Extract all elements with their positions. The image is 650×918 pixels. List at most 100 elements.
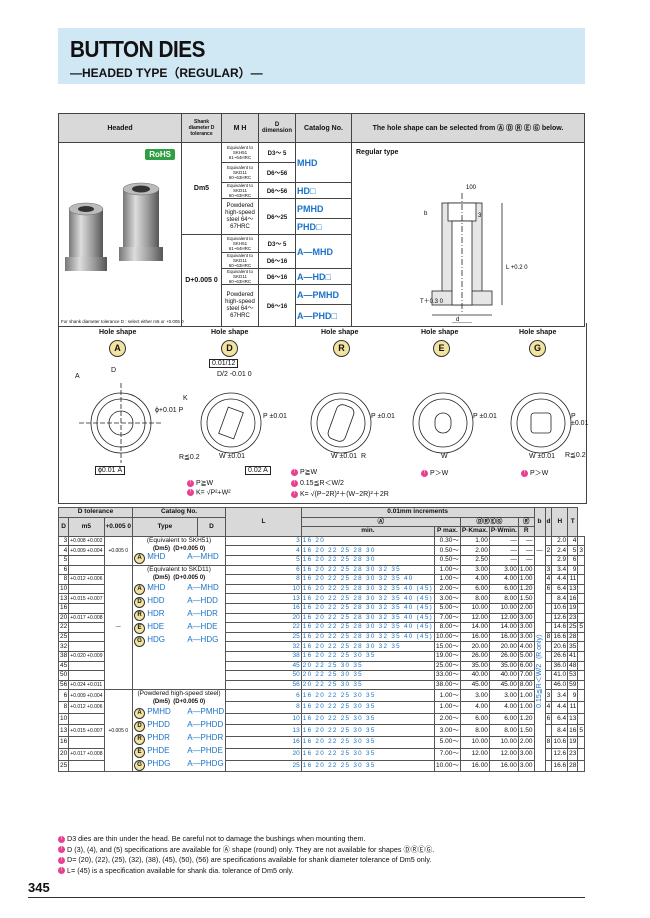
footnote: D3 dies are thin under the head. Be care… xyxy=(67,834,366,843)
pw-cell: 3.00 xyxy=(517,622,535,633)
d2-cell: 56 xyxy=(225,679,302,691)
note-d-1: P≧W xyxy=(195,480,214,487)
shape-e-badge: E xyxy=(433,340,450,357)
d2-cell: 10 xyxy=(225,712,302,726)
dim-label: b xyxy=(424,211,428,217)
catalog-type-b: A—PHDD xyxy=(187,720,224,730)
catalog-type-b: A—HDR xyxy=(187,608,218,618)
min-p-cell: 7.00～ xyxy=(434,747,461,761)
pw-cell: 4.00 xyxy=(517,641,535,652)
dim-label: L +0.2 0 xyxy=(506,265,528,271)
m5-cell xyxy=(68,583,105,595)
table-row: 6+0.009 +0.004+0.005 0(Powdered high-spe… xyxy=(57,689,585,773)
footnote: D (3), (4), and (5) specifications are a… xyxy=(67,844,435,854)
m5-cell xyxy=(68,759,105,773)
regular-type-label: Regular type xyxy=(356,149,399,156)
b-cell: 6 xyxy=(544,583,553,595)
b-cell xyxy=(544,650,553,662)
d2-cell: 20 xyxy=(225,612,302,624)
d-small-cell: 8.4 xyxy=(551,724,569,738)
max-p-cell: 12.00 xyxy=(459,612,490,624)
max-p-cell: 14.00 xyxy=(459,622,490,633)
min-p-cell: 7.00～ xyxy=(434,612,461,624)
d-cell: 20 xyxy=(57,612,70,624)
pk-cell: 12.00 xyxy=(488,612,519,624)
dm5-label: Dm5 xyxy=(181,142,222,235)
pw-cell: 6.00 xyxy=(517,660,535,672)
r-cell: — xyxy=(533,535,546,566)
l-values-cell: 20 22 25 30 35 xyxy=(300,679,436,691)
type-block: (Equivalent to SKD11)(Dm5) (D+0.005 0)A … xyxy=(131,564,227,691)
note-mark-icon: ! xyxy=(421,469,428,477)
min-p-cell: 1.00～ xyxy=(434,574,461,585)
min-p-cell: 0.50～ xyxy=(434,545,461,556)
min-p-cell: 10.00～ xyxy=(434,631,461,643)
hdr-m5: m5 xyxy=(68,516,105,537)
d-small-cell: 36.0 xyxy=(551,660,569,672)
hole-shape-title-d: Hole shape xyxy=(211,329,249,336)
d2-cell: 8 xyxy=(225,574,302,585)
m5-cell xyxy=(68,712,105,726)
catalog-cell: A—HD□ xyxy=(295,268,352,285)
min-p-cell: 5.00～ xyxy=(434,602,461,614)
tolerance-label: (Dm5) (D+0.005 0) xyxy=(152,574,206,581)
r-range-text: 0.15≦R＜W/2（R only） xyxy=(535,629,543,708)
d-cell: 10 xyxy=(57,583,70,595)
product-photo xyxy=(65,182,163,271)
t-cell xyxy=(577,689,585,702)
pw-cell: 1.00 xyxy=(517,689,535,702)
m5-cell xyxy=(68,641,105,652)
catalog-type-a: HDG xyxy=(147,634,165,644)
pw-cell: — xyxy=(517,554,535,566)
pk-cell: 40.00 xyxy=(488,670,519,681)
d-dimension-cell: D6～25 xyxy=(258,198,296,235)
hdr-shape-a: Ⓐ xyxy=(300,516,461,528)
hdr-max: P max. xyxy=(434,526,461,537)
label-d-flat: 0.01/12 xyxy=(209,359,239,368)
l-values-cell: 16 20 22 25 28 30 32 35 40 (45) xyxy=(300,593,436,604)
d-cell: 6 xyxy=(57,689,70,702)
min-p-cell: 0.30～ xyxy=(434,535,461,547)
h-cell: 19 xyxy=(567,602,579,614)
h-cell: 28 xyxy=(567,759,579,773)
dim-label: 3 xyxy=(478,213,482,219)
max-p-cell: 12.00 xyxy=(459,747,490,761)
d2-cell: 25 xyxy=(225,631,302,643)
note-mark-icon: ! xyxy=(58,846,65,854)
hdr-pkmax: P·Kmax. xyxy=(459,526,490,537)
pw-cell: 2.00 xyxy=(517,736,535,749)
b-cell xyxy=(544,747,553,761)
h-cell: 16 xyxy=(567,724,579,738)
d-cell: 22 xyxy=(57,622,70,633)
shank-note: For shank diameter tolerance D : select … xyxy=(61,319,184,324)
label-r-p: P ±0.01 xyxy=(371,413,395,420)
l-values-cell: 16 20 22 25 30 35 xyxy=(300,736,436,749)
hdr-p005: +0.005 0 xyxy=(103,516,133,537)
t-cell xyxy=(577,660,585,672)
shape-badge: E xyxy=(133,622,145,634)
h-cell: 59 xyxy=(567,679,579,691)
catalog-type-b: A—MHD xyxy=(187,582,219,592)
label-d-k: K xyxy=(183,395,188,402)
b-cell xyxy=(544,660,553,672)
label-d-p: P ±0.01 xyxy=(263,413,287,420)
min-p-cell: 3.00～ xyxy=(434,724,461,738)
pw-cell: 1.00 xyxy=(517,700,535,714)
hdr-type: Type xyxy=(131,516,198,537)
pw-cell: 1.50 xyxy=(517,593,535,604)
d-small-cell: 4.4 xyxy=(551,574,569,585)
h-cell: 9 xyxy=(567,564,579,576)
page-subtitle: —HEADED TYPE（REGULAR）— xyxy=(70,66,263,80)
hdr-d-col: D xyxy=(57,516,70,537)
type-block: (Equivalent to SKH51)(Dm5) (D+0.005 0)A … xyxy=(131,535,227,566)
pw-cell: 2.00 xyxy=(517,602,535,614)
d2-cell: 16 xyxy=(225,736,302,749)
m5-cell xyxy=(68,660,105,672)
l-values-cell: 16 20 22 25 30 35 xyxy=(300,689,436,702)
col-catalog: Catalog No. xyxy=(295,113,352,143)
